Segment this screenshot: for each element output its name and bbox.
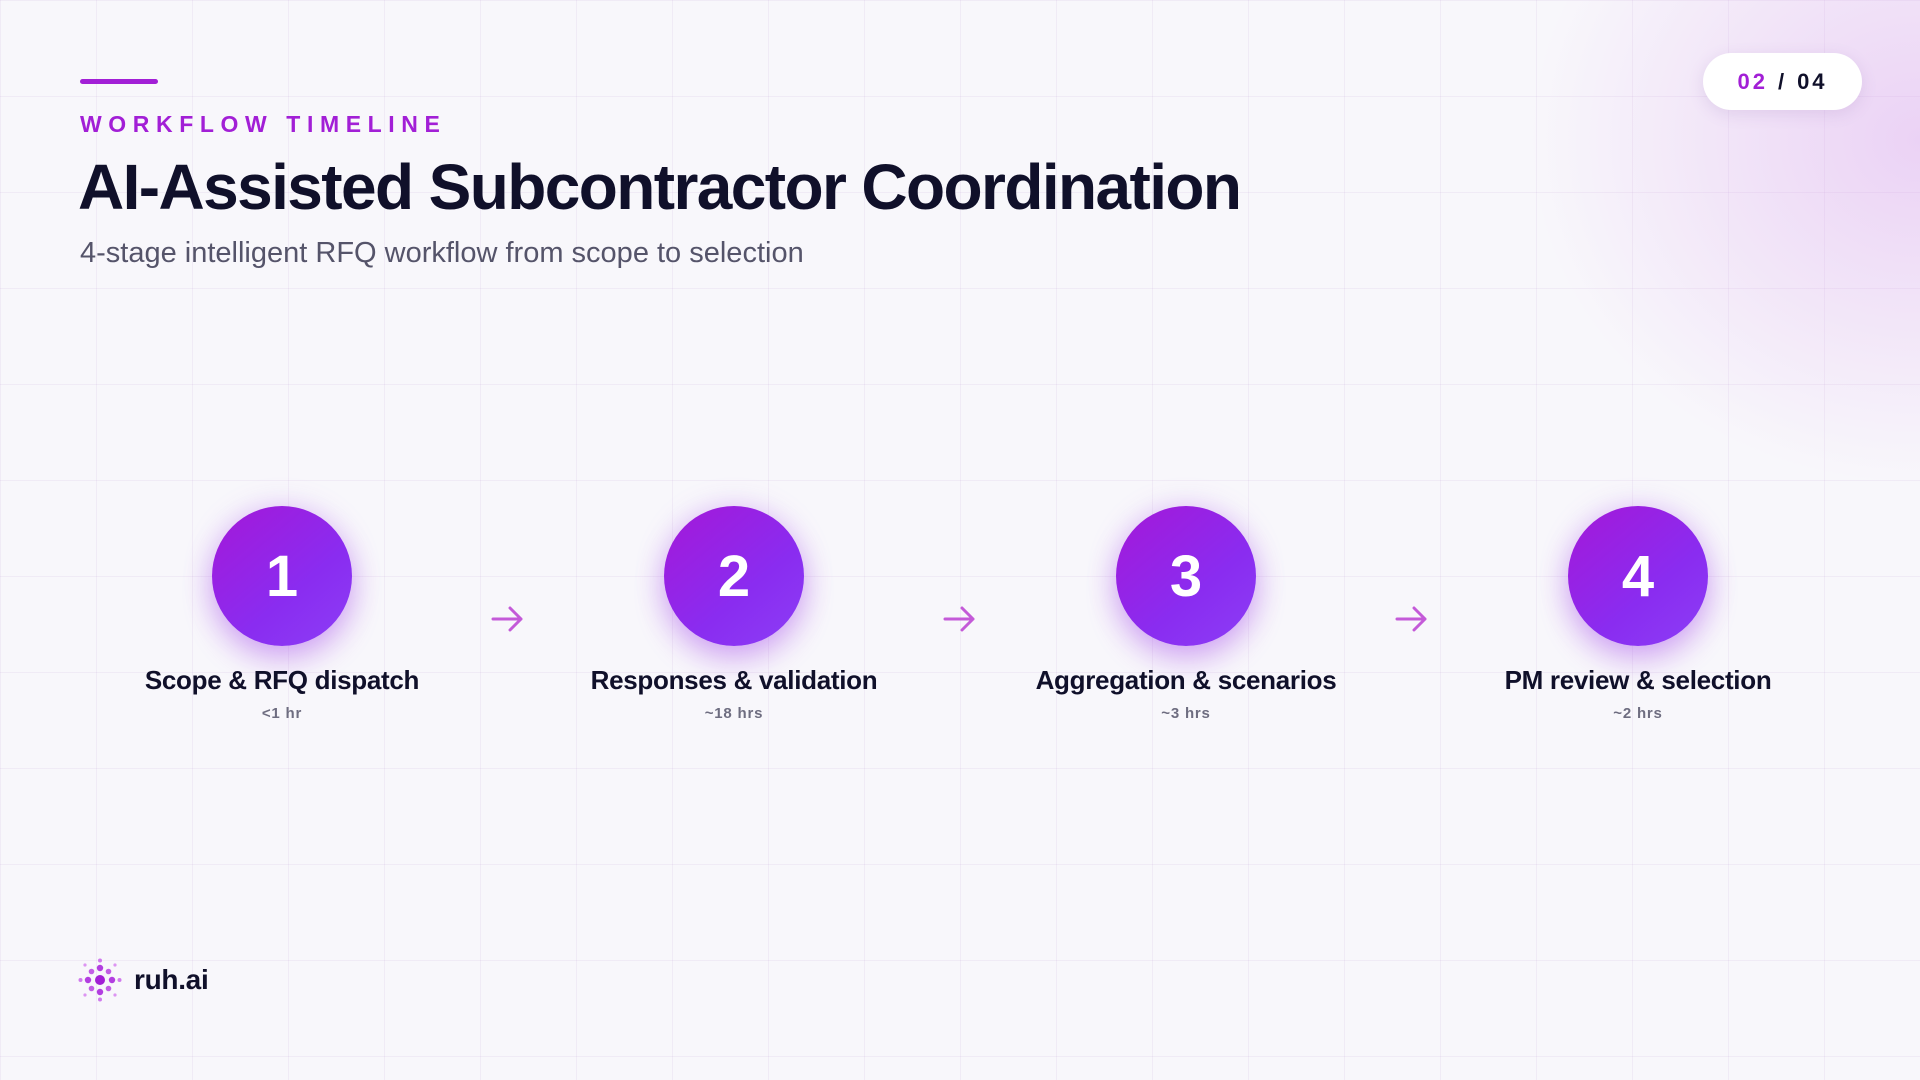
step-number-circle: 1 xyxy=(212,506,352,646)
timeline-step-2: 2 Responses & validation ~18 hrs xyxy=(524,506,944,722)
slide-pager: 02 / 04 xyxy=(1703,53,1862,110)
step-title: Responses & validation xyxy=(590,665,878,695)
arrow-right-icon xyxy=(491,606,523,632)
step-duration: ~18 hrs xyxy=(704,705,764,722)
step-title: Aggregation & scenarios xyxy=(1035,665,1337,695)
timeline-step-4: 4 PM review & selection ~2 hrs xyxy=(1428,506,1848,722)
page-subtitle: 4-stage intelligent RFQ workflow from sc… xyxy=(80,237,804,269)
step-number-circle: 2 xyxy=(664,506,804,646)
page-title: AI-Assisted Subcontractor Coordination xyxy=(78,151,1242,223)
step-number: 2 xyxy=(717,543,751,609)
step-duration: <1 hr xyxy=(261,705,303,722)
accent-rule xyxy=(80,79,158,84)
step-number-circle: 4 xyxy=(1568,506,1708,646)
ruh-logo-icon xyxy=(78,958,122,1002)
step-number: 4 xyxy=(1621,543,1655,609)
section-eyebrow: WORKFLOW TIMELINE xyxy=(80,111,447,137)
pager-total: 04 xyxy=(1797,68,1828,94)
step-title: PM review & selection xyxy=(1504,665,1772,695)
step-duration: ~3 hrs xyxy=(1161,705,1211,722)
pager-current: 02 xyxy=(1737,68,1768,94)
step-title: Scope & RFQ dispatch xyxy=(144,665,420,695)
step-duration: ~2 hrs xyxy=(1613,705,1663,722)
brand-logo: ruh.ai xyxy=(78,958,209,1002)
step-number: 1 xyxy=(265,543,299,609)
step-number: 3 xyxy=(1169,543,1203,609)
pager-separator: / xyxy=(1777,68,1788,94)
arrow-right-icon xyxy=(1395,606,1427,632)
brand-name: ruh.ai xyxy=(134,964,209,995)
arrow-right-icon xyxy=(943,606,975,632)
timeline-step-1: 1 Scope & RFQ dispatch <1 hr xyxy=(72,506,492,722)
step-number-circle: 3 xyxy=(1116,506,1256,646)
timeline-step-3: 3 Aggregation & scenarios ~3 hrs xyxy=(976,506,1396,722)
